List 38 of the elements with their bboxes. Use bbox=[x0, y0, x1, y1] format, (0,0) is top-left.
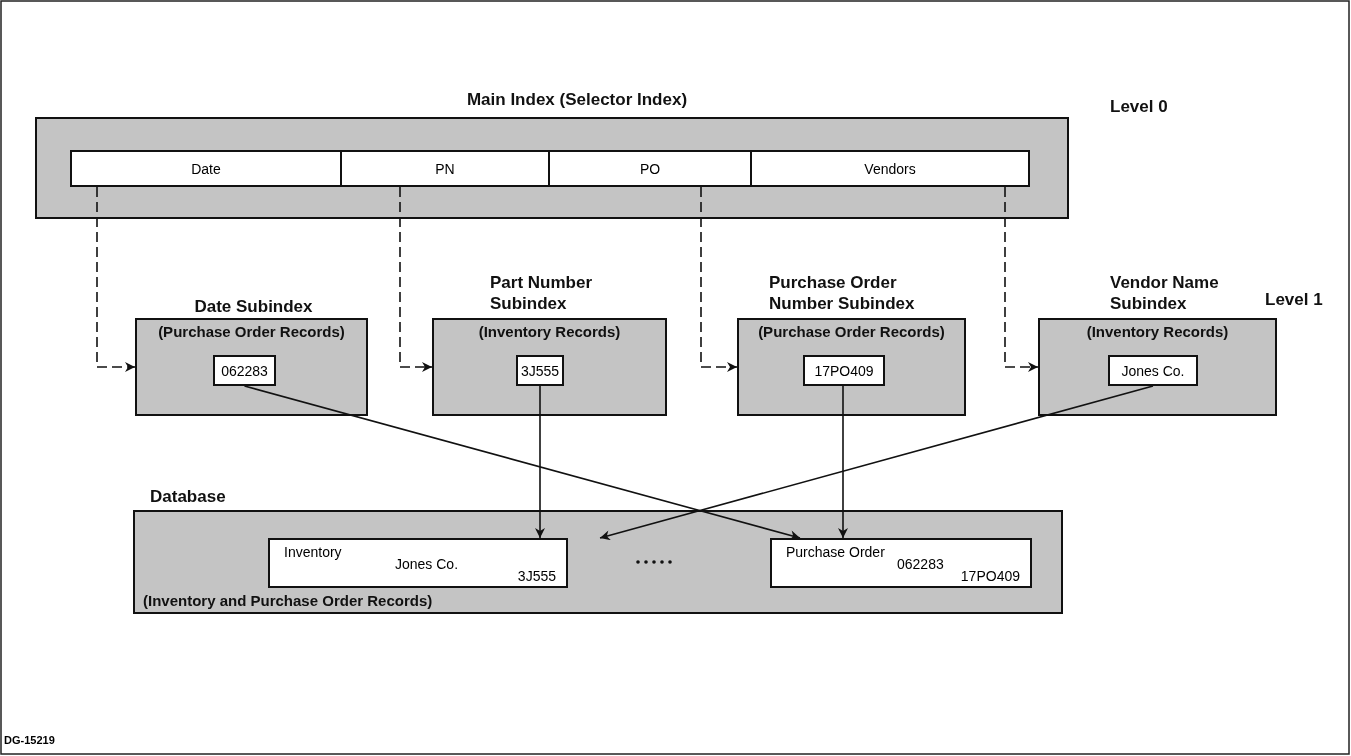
dashed-arrow bbox=[700, 186, 738, 372]
key-field: 3J555 bbox=[516, 355, 564, 386]
panel-heading: Purchase Order Number Subindex bbox=[769, 272, 916, 314]
record-field: Inventory bbox=[284, 544, 342, 560]
dashed-arrow bbox=[96, 186, 136, 372]
index-field: Date bbox=[70, 150, 342, 187]
key-field: 17PO409 bbox=[803, 355, 885, 386]
panel-subtitle: (Purchase Order Records) bbox=[757, 323, 946, 340]
record-box bbox=[770, 538, 1032, 588]
level-label: Level 1 bbox=[1265, 290, 1323, 310]
index-field: PN bbox=[340, 150, 550, 187]
record-field: Purchase Order bbox=[786, 544, 885, 560]
record-field: Jones Co. bbox=[395, 556, 459, 572]
panel-subtitle: (Inventory Records) bbox=[1085, 323, 1230, 340]
panel-heading: Date Subindex bbox=[193, 296, 314, 317]
panel-subtitle: (Inventory Records) bbox=[477, 323, 622, 340]
panel-heading: Vendor Name Subindex bbox=[1110, 272, 1220, 314]
panel-subtitle: (Inventory and Purchase Order Records) bbox=[143, 592, 434, 609]
panel-heading: Main Index (Selector Index) bbox=[465, 89, 689, 110]
arrow bbox=[243, 385, 801, 541]
panel-heading: Database bbox=[150, 486, 227, 507]
dashed-arrow bbox=[399, 186, 433, 372]
key-field: Jones Co. bbox=[1108, 355, 1198, 386]
record-field: 062283 bbox=[897, 556, 944, 572]
record-field: 17PO409 bbox=[960, 568, 1020, 584]
panel-subtitle: (Purchase Order Records) bbox=[157, 323, 346, 340]
record-box bbox=[268, 538, 568, 588]
level-label: Level 0 bbox=[1110, 97, 1168, 117]
figure-id: DG-15219 bbox=[4, 734, 55, 746]
dashed-arrow bbox=[1004, 186, 1039, 372]
key-field: 062283 bbox=[213, 355, 276, 386]
index-field: PO bbox=[548, 150, 752, 187]
panel-heading: Part Number Subindex bbox=[490, 272, 594, 314]
arrow bbox=[535, 385, 545, 539]
arrow bbox=[599, 385, 1154, 541]
arrow bbox=[838, 385, 848, 539]
index-field: Vendors bbox=[750, 150, 1030, 187]
record-field: 3J555 bbox=[517, 568, 556, 584]
